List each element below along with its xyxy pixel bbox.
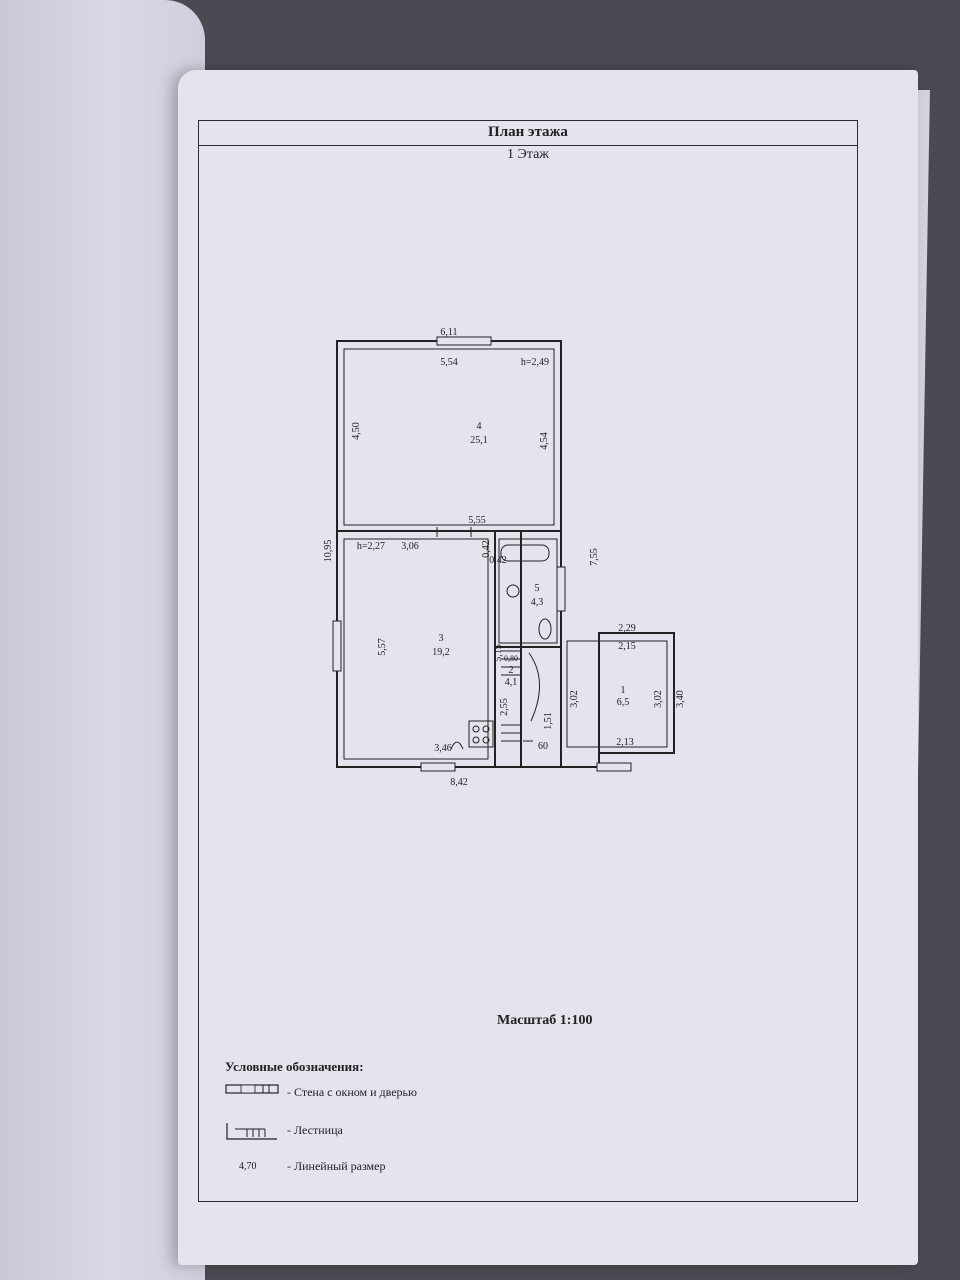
dim-room1-outer: 3,40 xyxy=(675,690,686,708)
sink-icon xyxy=(506,584,520,598)
legend-label-dimension: - Линейный размер xyxy=(287,1159,386,1173)
dim-room1-top-inner: 2,15 xyxy=(618,641,636,652)
dim-stair-left: 2,55 xyxy=(499,698,510,716)
dim-right-room4: 4,54 xyxy=(539,432,550,450)
scale-label: Масштаб 1:100 xyxy=(497,1013,593,1028)
wall-icon xyxy=(225,1084,279,1094)
room-1-number: 1 xyxy=(621,685,626,696)
legend-label-wall: - Стена с окном и дверью xyxy=(287,1085,417,1099)
stove-icon xyxy=(468,720,494,748)
room-1-area: 6,5 xyxy=(617,697,630,708)
left-page xyxy=(0,0,205,1280)
dim-room3-bottom: 3,46 xyxy=(434,743,452,754)
room-2-area: 4,1 xyxy=(505,677,518,688)
room-5-area: 4,3 xyxy=(531,597,544,608)
dim-left-room4: 4,50 xyxy=(351,422,362,440)
stair-icon xyxy=(501,650,540,742)
dim-height-room3: h=2,27 xyxy=(357,541,385,552)
legend-sample-dimension: 4,70 xyxy=(239,1161,257,1172)
dim-left-overall: 10,95 xyxy=(323,540,334,563)
bathtub-icon xyxy=(500,544,550,562)
dim-small-b: 0,42 xyxy=(489,555,507,566)
legend-label-stair: - Лестница xyxy=(287,1123,343,1137)
toilet-icon xyxy=(538,618,552,640)
lower-walls xyxy=(336,531,675,768)
room-5-number: 5 xyxy=(535,583,540,594)
kitchen-sink-icon xyxy=(450,741,464,750)
dim-stair-right: 1,51 xyxy=(543,712,554,730)
dim-room1-left: 3,02 xyxy=(569,690,580,708)
drawing-frame: План этажа 1 Этаж xyxy=(198,120,858,1202)
room-2-number: 2 xyxy=(509,665,514,676)
dim-top-outer: 6,11 xyxy=(440,327,457,338)
legend-title: Условные обозначения: xyxy=(225,1059,364,1074)
floor-label: 1 Этаж xyxy=(507,147,549,162)
dim-room3-top: 3,06 xyxy=(401,541,419,552)
dim-bottom-room4: 5,55 xyxy=(468,515,486,526)
document-page: План этажа 1 Этаж xyxy=(178,70,918,1265)
dim-height-room4: h=2,49 xyxy=(521,357,549,368)
dim-right-room3: 5,15 xyxy=(493,644,504,662)
room-4-number: 4 xyxy=(477,421,482,432)
dim-room1-right: 3,02 xyxy=(653,690,664,708)
dim-top-inner: 5,54 xyxy=(440,357,458,368)
room-4-area: 25,1 xyxy=(470,435,488,446)
dim-room1-top-outer: 2,29 xyxy=(618,623,636,634)
room-3-area: 19,2 xyxy=(432,647,450,658)
room-3-number: 3 xyxy=(439,633,444,644)
dim-small-a: 0,42 xyxy=(481,540,492,558)
stair-icon xyxy=(226,1123,277,1140)
frame-header: План этажа xyxy=(199,121,857,146)
dim-room1-bottom: 2,13 xyxy=(616,737,634,748)
dim-stair-bottom: 60 xyxy=(538,741,548,752)
room-4-walls xyxy=(336,340,562,532)
dim-left-room3: 5,57 xyxy=(377,638,388,656)
dim-bottom-overall: 8,42 xyxy=(450,777,468,788)
floor-plan: 6,11 5,54 h=2,49 4 25,1 4,50 4,54 5,55 1… xyxy=(323,327,686,788)
dim-stair-top: 0,80 xyxy=(504,654,518,663)
dim-right-mid: 7,55 xyxy=(589,548,600,566)
page-title: План этажа xyxy=(488,124,568,140)
